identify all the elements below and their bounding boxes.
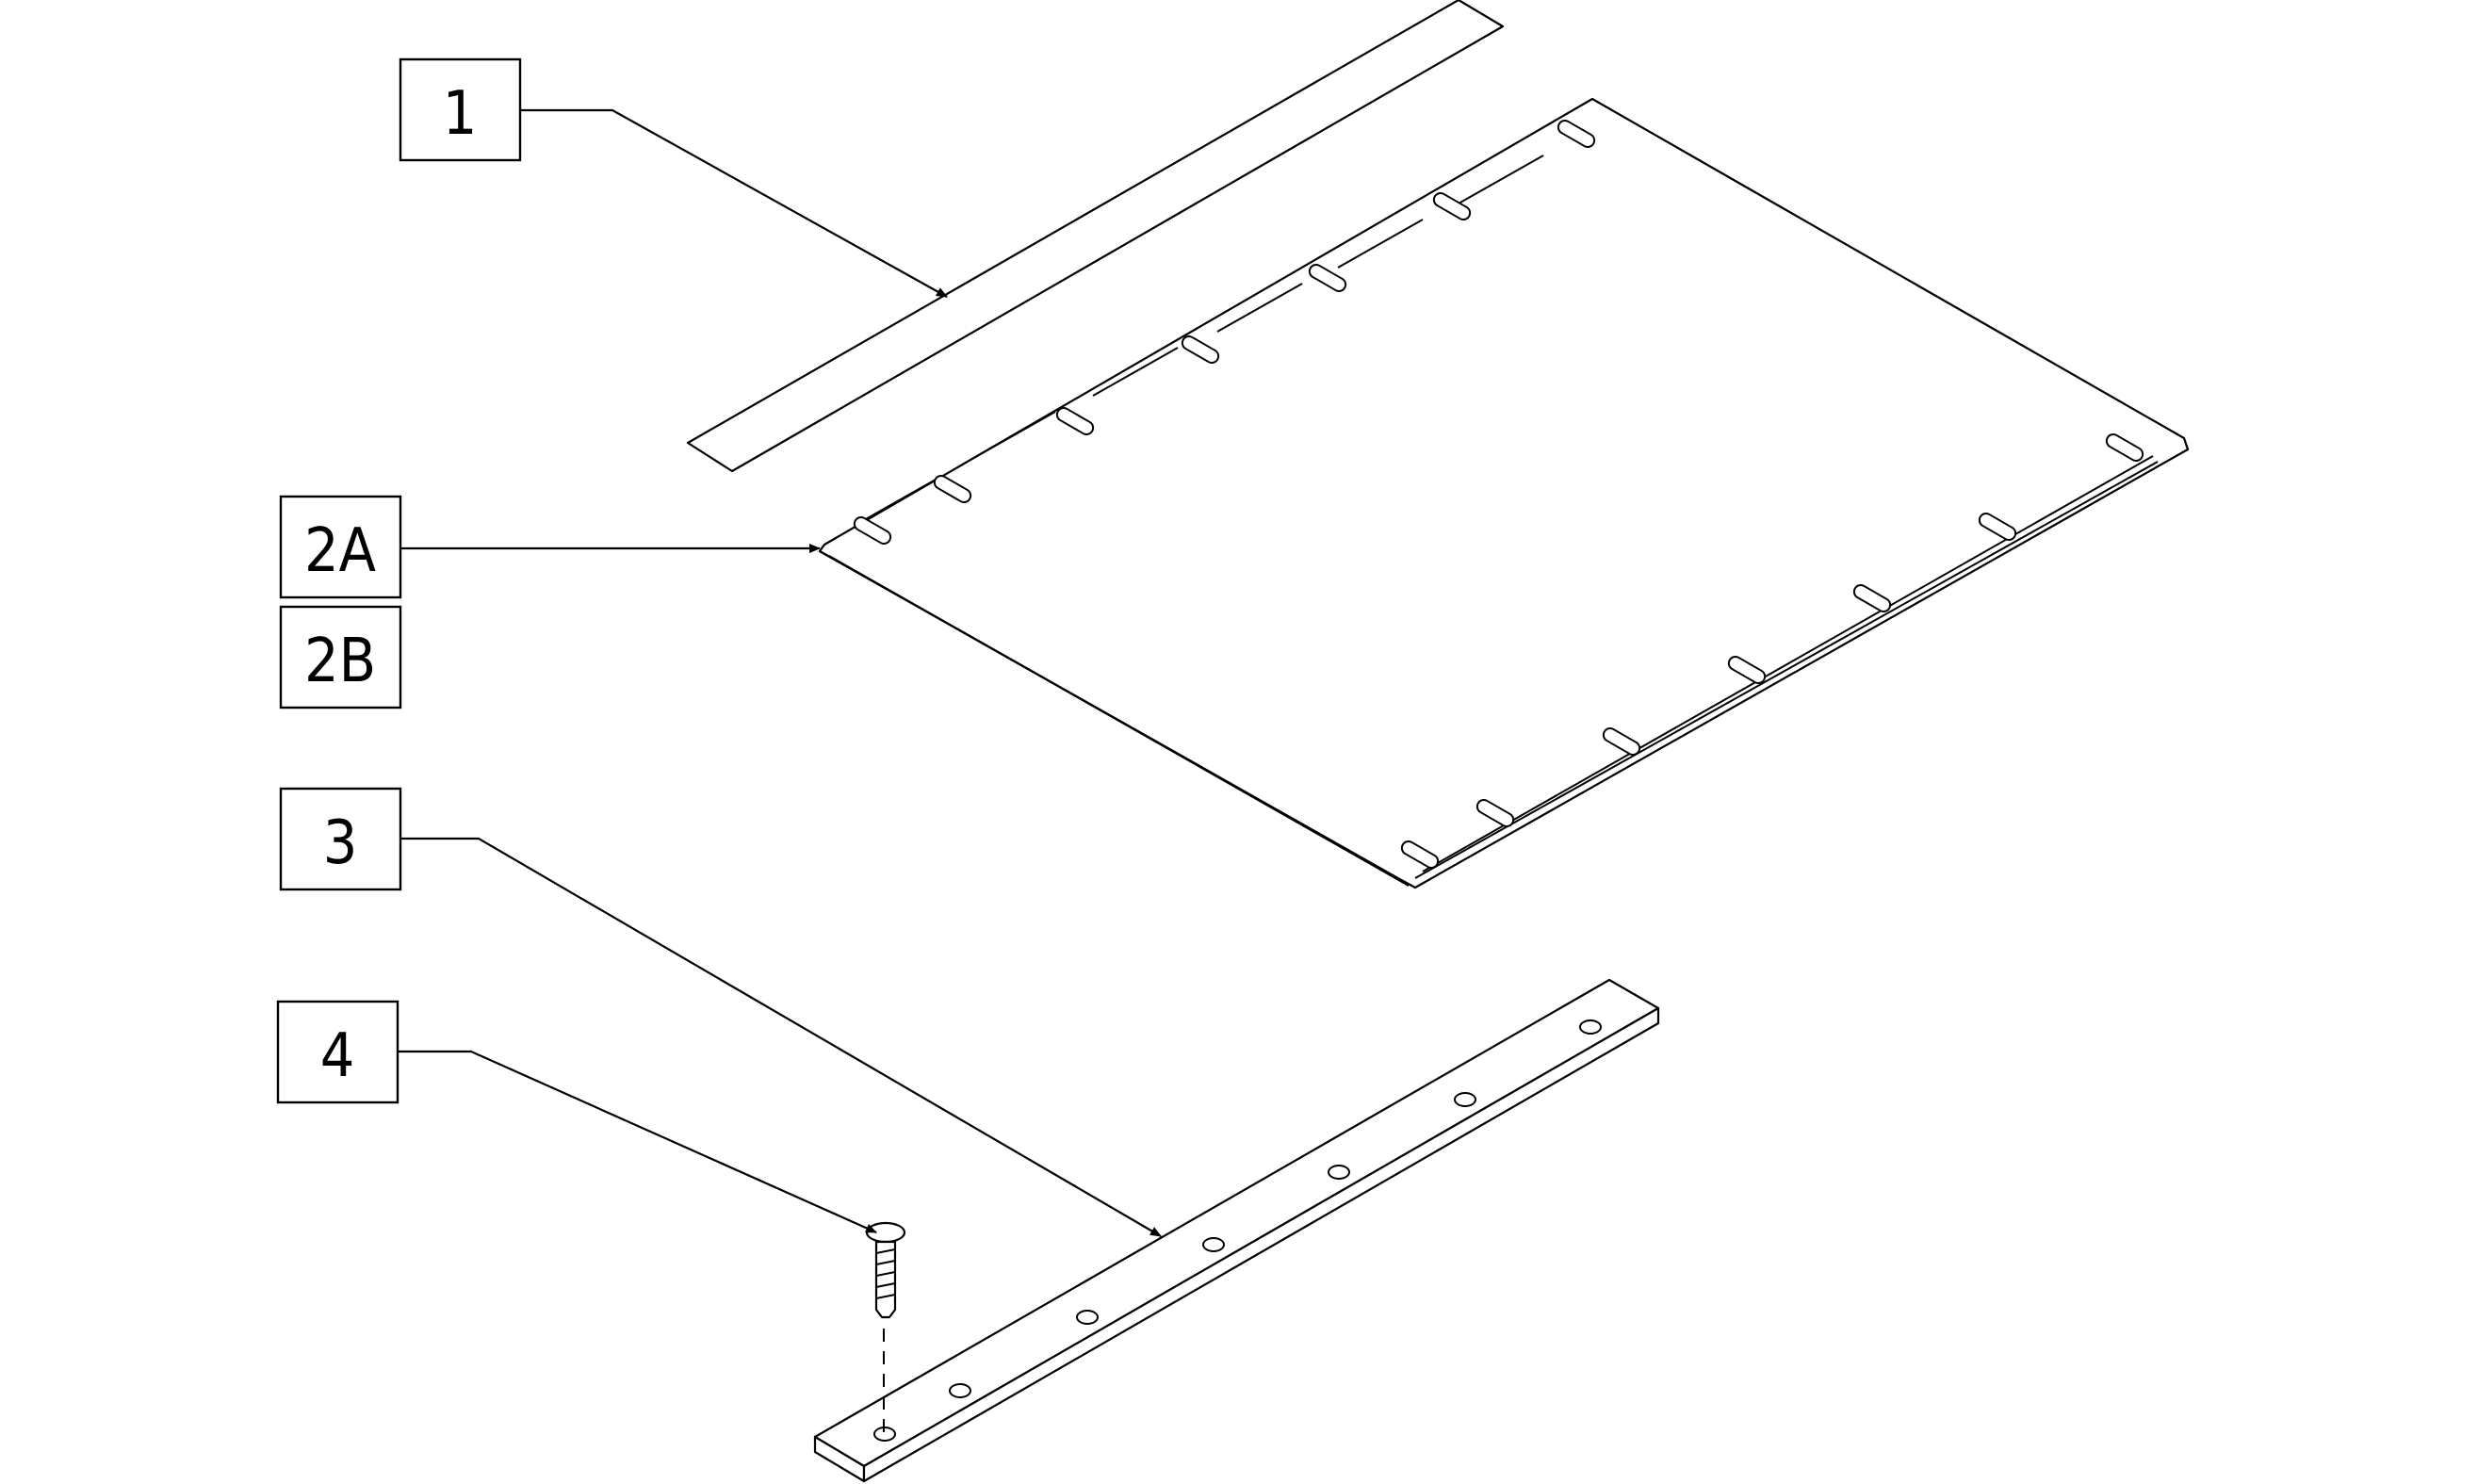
callout-1-label: 1 [443, 79, 478, 149]
callout-1: 1 [399, 57, 522, 162]
leader-3 [400, 837, 1162, 1237]
part-2-slotted-sheet [818, 97, 2190, 889]
callout-3: 3 [279, 787, 402, 891]
callout-2A: 2A [279, 495, 402, 599]
callout-4-label: 4 [320, 1021, 355, 1091]
leader-4 [398, 1050, 877, 1234]
callout-2A-label: 2A [304, 516, 376, 586]
callout-4: 4 [276, 1000, 399, 1104]
callout-2B: 2B [279, 605, 402, 709]
part-3-perforated-bar [813, 978, 1660, 1483]
leader-1 [520, 108, 948, 298]
part-2-front-slots [1400, 433, 2144, 869]
callout-2B-label: 2B [304, 627, 376, 696]
part-2-top-slots [853, 120, 1596, 545]
part-1-strip [686, 0, 1505, 473]
callout-3-label: 3 [323, 808, 358, 878]
